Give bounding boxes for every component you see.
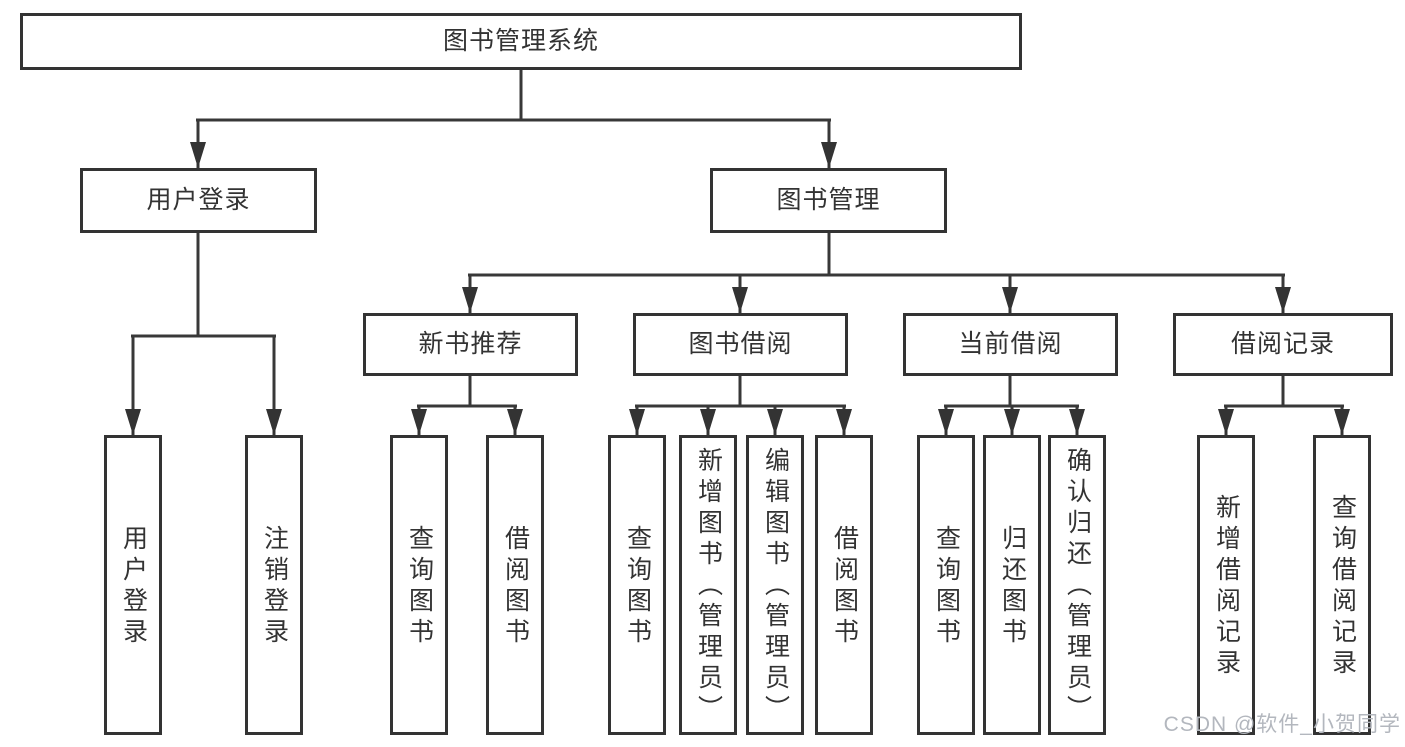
leaf-recommend-query-book: 查询图书 (390, 435, 448, 735)
leaf-borrowing-borrow-book: 借阅图书 (815, 435, 873, 735)
leaf-user-login: 用户登录 (104, 435, 162, 735)
node-label: 用户登录 (146, 186, 251, 214)
node-label: 查询借阅记录 (1328, 493, 1357, 680)
leaf-records-query-record: 查询借阅记录 (1313, 435, 1371, 735)
node-label: 查询图书 (405, 524, 434, 649)
leaf-current-confirm-return-admin: 确认归还（管理员） (1048, 435, 1106, 735)
node-label: 图书借阅 (688, 330, 793, 358)
node-label: 图书管理 (776, 186, 881, 214)
node-label: 查询图书 (932, 524, 961, 649)
leaf-borrowing-add-book-admin: 新增图书（管理员） (679, 435, 737, 735)
node-book-borrowing: 图书借阅 (633, 313, 848, 376)
leaf-current-query-book: 查询图书 (917, 435, 975, 735)
node-label: 查询图书 (623, 524, 652, 649)
node-label: 归还图书 (998, 524, 1027, 649)
node-label: 图书管理系统 (442, 27, 599, 55)
leaf-records-add-record: 新增借阅记录 (1197, 435, 1255, 735)
node-label: 当前借阅 (958, 330, 1063, 358)
node-label: 借阅图书 (830, 524, 859, 649)
node-label: 新增借阅记录 (1212, 493, 1241, 680)
node-label: 借阅图书 (501, 524, 530, 649)
node-label: 新增图书（管理员） (694, 447, 723, 726)
node-book-management: 图书管理 (710, 168, 947, 233)
csdn-watermark: CSDN @软件_小贺同学 (1163, 713, 1401, 736)
node-label: 注销登录 (260, 524, 289, 649)
leaf-recommend-borrow-book: 借阅图书 (486, 435, 544, 735)
leaf-borrowing-query-book: 查询图书 (608, 435, 666, 735)
leaf-borrowing-edit-book-admin: 编辑图书（管理员） (746, 435, 804, 735)
leaf-current-return-book: 归还图书 (983, 435, 1041, 735)
node-label: 借阅记录 (1230, 330, 1335, 358)
node-current-borrowing: 当前借阅 (903, 313, 1118, 376)
node-label: 确认归还（管理员） (1063, 447, 1092, 726)
node-new-book-recommendation: 新书推荐 (363, 313, 578, 376)
leaf-logout: 注销登录 (245, 435, 303, 735)
node-library-management-system: 图书管理系统 (20, 13, 1022, 70)
node-borrowing-records: 借阅记录 (1173, 313, 1393, 376)
node-label: 新书推荐 (418, 330, 523, 358)
node-label: 编辑图书（管理员） (761, 447, 790, 726)
node-user-login: 用户登录 (80, 168, 317, 233)
node-label: 用户登录 (119, 524, 148, 649)
